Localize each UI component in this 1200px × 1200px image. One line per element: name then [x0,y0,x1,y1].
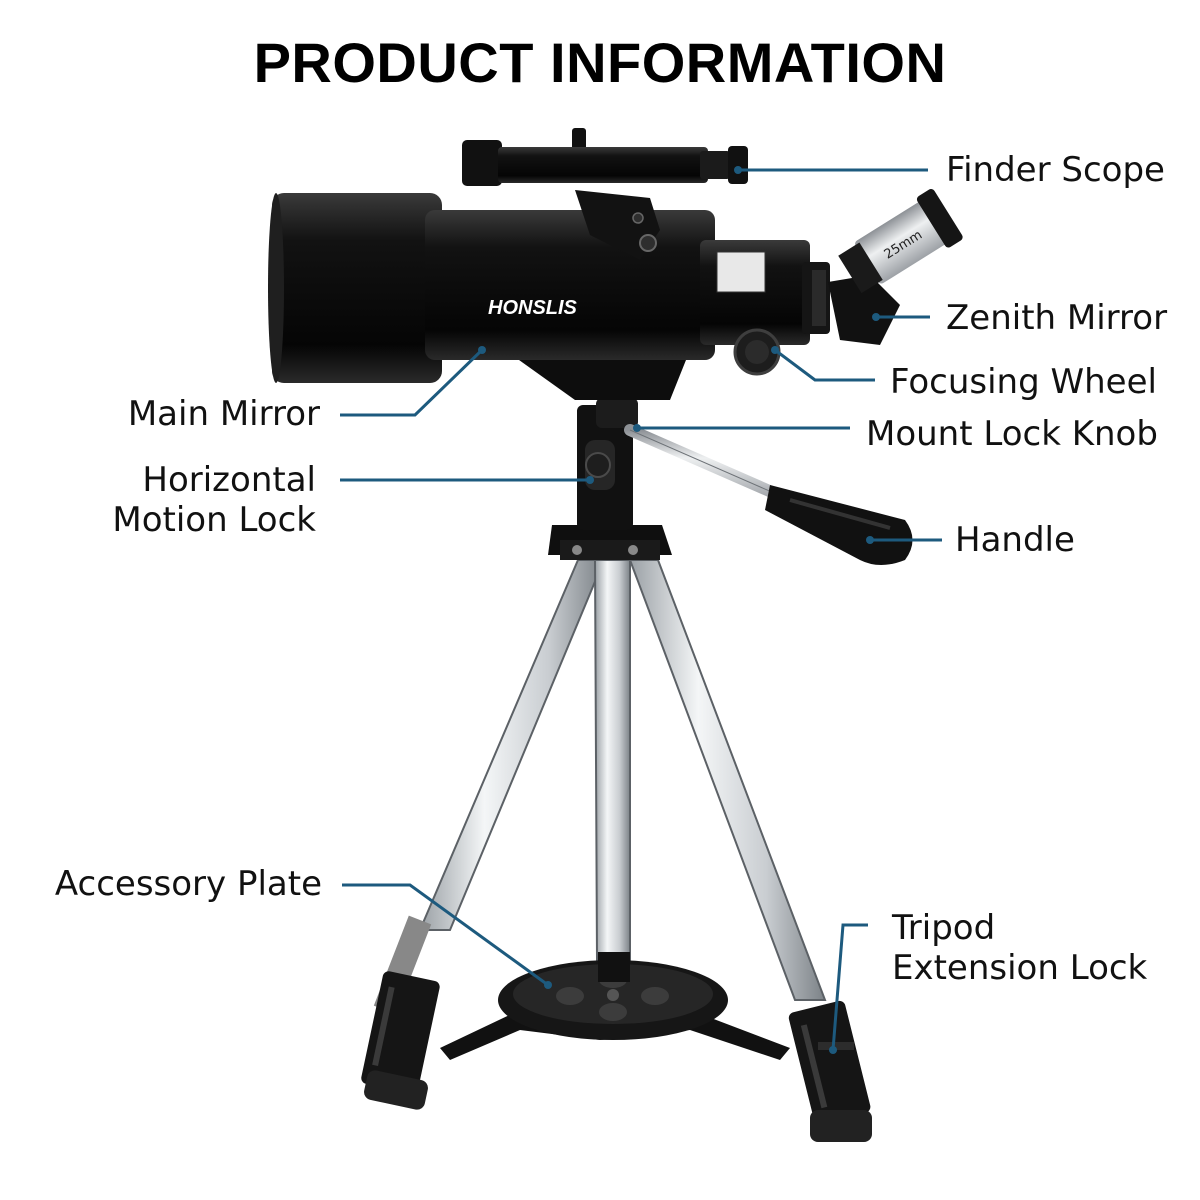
leader-main-mirror [340,348,484,417]
label-horizontal-motion-lock-line1: Horizontal [142,460,316,500]
label-horizontal-motion-lock: Horizontal Motion Lock [112,460,316,540]
handle [624,424,913,565]
accessory-plate [440,952,790,1060]
label-zenith-mirror: Zenith Mirror [946,298,1168,338]
label-handle: Handle [955,520,1075,560]
leader-dots [478,166,880,1054]
label-tripod-extension-lock-line2: Extension Lock [892,948,1148,988]
finder-scope [462,128,748,260]
leader-tripod-extension-lock [831,923,868,1051]
leader-lines [340,168,942,1051]
label-mount-lock-knob: Mount Lock Knob [866,414,1158,454]
label-accessory-plate: Accessory Plate [54,864,322,904]
leader-focusing-wheel [774,348,875,382]
label-main-mirror: Main Mirror [127,394,320,434]
label-tripod-extension-lock: Tripod Extension Lock [892,908,1147,988]
label-focusing-wheel: Focusing Wheel [890,362,1157,402]
tripod-legs [373,559,827,1015]
label-horizontal-motion-lock-line2: Motion Lock [112,500,316,540]
page-title: PRODUCT INFORMATION [253,31,947,94]
brand-logo: HONSLIS [488,297,578,319]
zenith-mirror: 25mm [828,189,963,345]
label-finder-scope: Finder Scope [946,150,1165,190]
label-tripod-extension-lock-line1: Tripod [892,908,996,948]
leader-accessory-plate [342,883,549,987]
tripod-feet [361,971,872,1142]
